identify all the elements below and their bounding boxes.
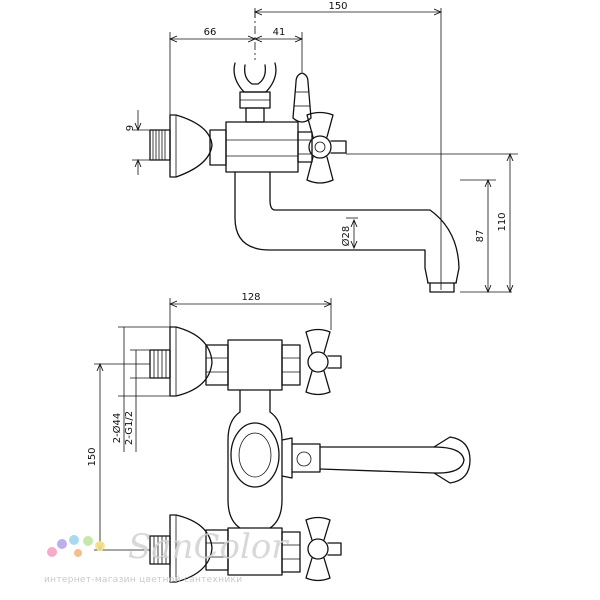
dim-depth: 128 [170, 292, 331, 330]
wall-flange [169, 114, 213, 178]
dim-overall-width: 150 [255, 1, 441, 290]
dim-axis-to-handle: 41 [255, 27, 302, 72]
dim-overall-width-label: 150 [328, 1, 347, 12]
upper-valve-body [205, 339, 301, 391]
dim-thread-label: 9 [125, 125, 136, 131]
dim-inlet-diameter: 2-Ø44 [111, 326, 170, 452]
dim-inlet-thread-label: 2-G1/2 [124, 411, 135, 445]
diverter-lever [292, 72, 312, 123]
cross-handle [306, 111, 347, 184]
top-view: 150 66 41 9 Ø28 [125, 1, 518, 292]
dim-axis-to-handle-label: 41 [273, 27, 286, 38]
watermark-tagline: интернет-магазин цветной сантехники [44, 575, 242, 585]
dim-spout-diameter-label: Ø28 [340, 226, 352, 247]
watermark-dot [47, 547, 57, 557]
lower-cross-handle [305, 516, 342, 582]
dim-inlet-spacing: 150 [87, 364, 150, 550]
watermark-dots [47, 535, 105, 557]
watermark-dot [57, 539, 67, 549]
dim-total-height-label: 110 [497, 212, 508, 231]
valve-body [209, 121, 313, 173]
dim-outlet-height: 87 [460, 180, 512, 292]
dim-wall-to-axis: 66 [170, 27, 255, 115]
dim-spout-diameter: Ø28 [340, 217, 358, 251]
dim-inlet-thread: 2-G1/2 [124, 349, 150, 452]
upper-cross-handle [305, 328, 342, 396]
dim-outlet-height-label: 87 [475, 230, 486, 243]
shower-holder [233, 62, 277, 123]
watermark-brand: SanColor [128, 527, 289, 567]
watermark-dot [95, 541, 105, 551]
side-view: 128 2-Ø44 2-G1/2 150 [87, 292, 471, 583]
dim-total-height: 110 [346, 154, 518, 292]
watermark-dot [83, 536, 93, 546]
side-spout [281, 436, 471, 484]
dim-depth-label: 128 [241, 292, 260, 303]
mixer-column [227, 389, 283, 529]
watermark-logo: SanColor интернет-магазин цветной сантех… [44, 527, 289, 585]
threaded-inlet [149, 129, 171, 161]
upper-wall-flange [149, 326, 213, 397]
watermark-dot [69, 535, 79, 545]
dim-wall-to-axis-label: 66 [204, 27, 217, 38]
watermark-dot [74, 549, 82, 557]
dim-thread: 9 [125, 110, 150, 175]
spout [234, 171, 460, 293]
dim-inlet-diameter-label: 2-Ø44 [111, 413, 123, 444]
dim-inlet-spacing-label: 150 [87, 447, 98, 466]
lower-valve-body [205, 527, 301, 576]
